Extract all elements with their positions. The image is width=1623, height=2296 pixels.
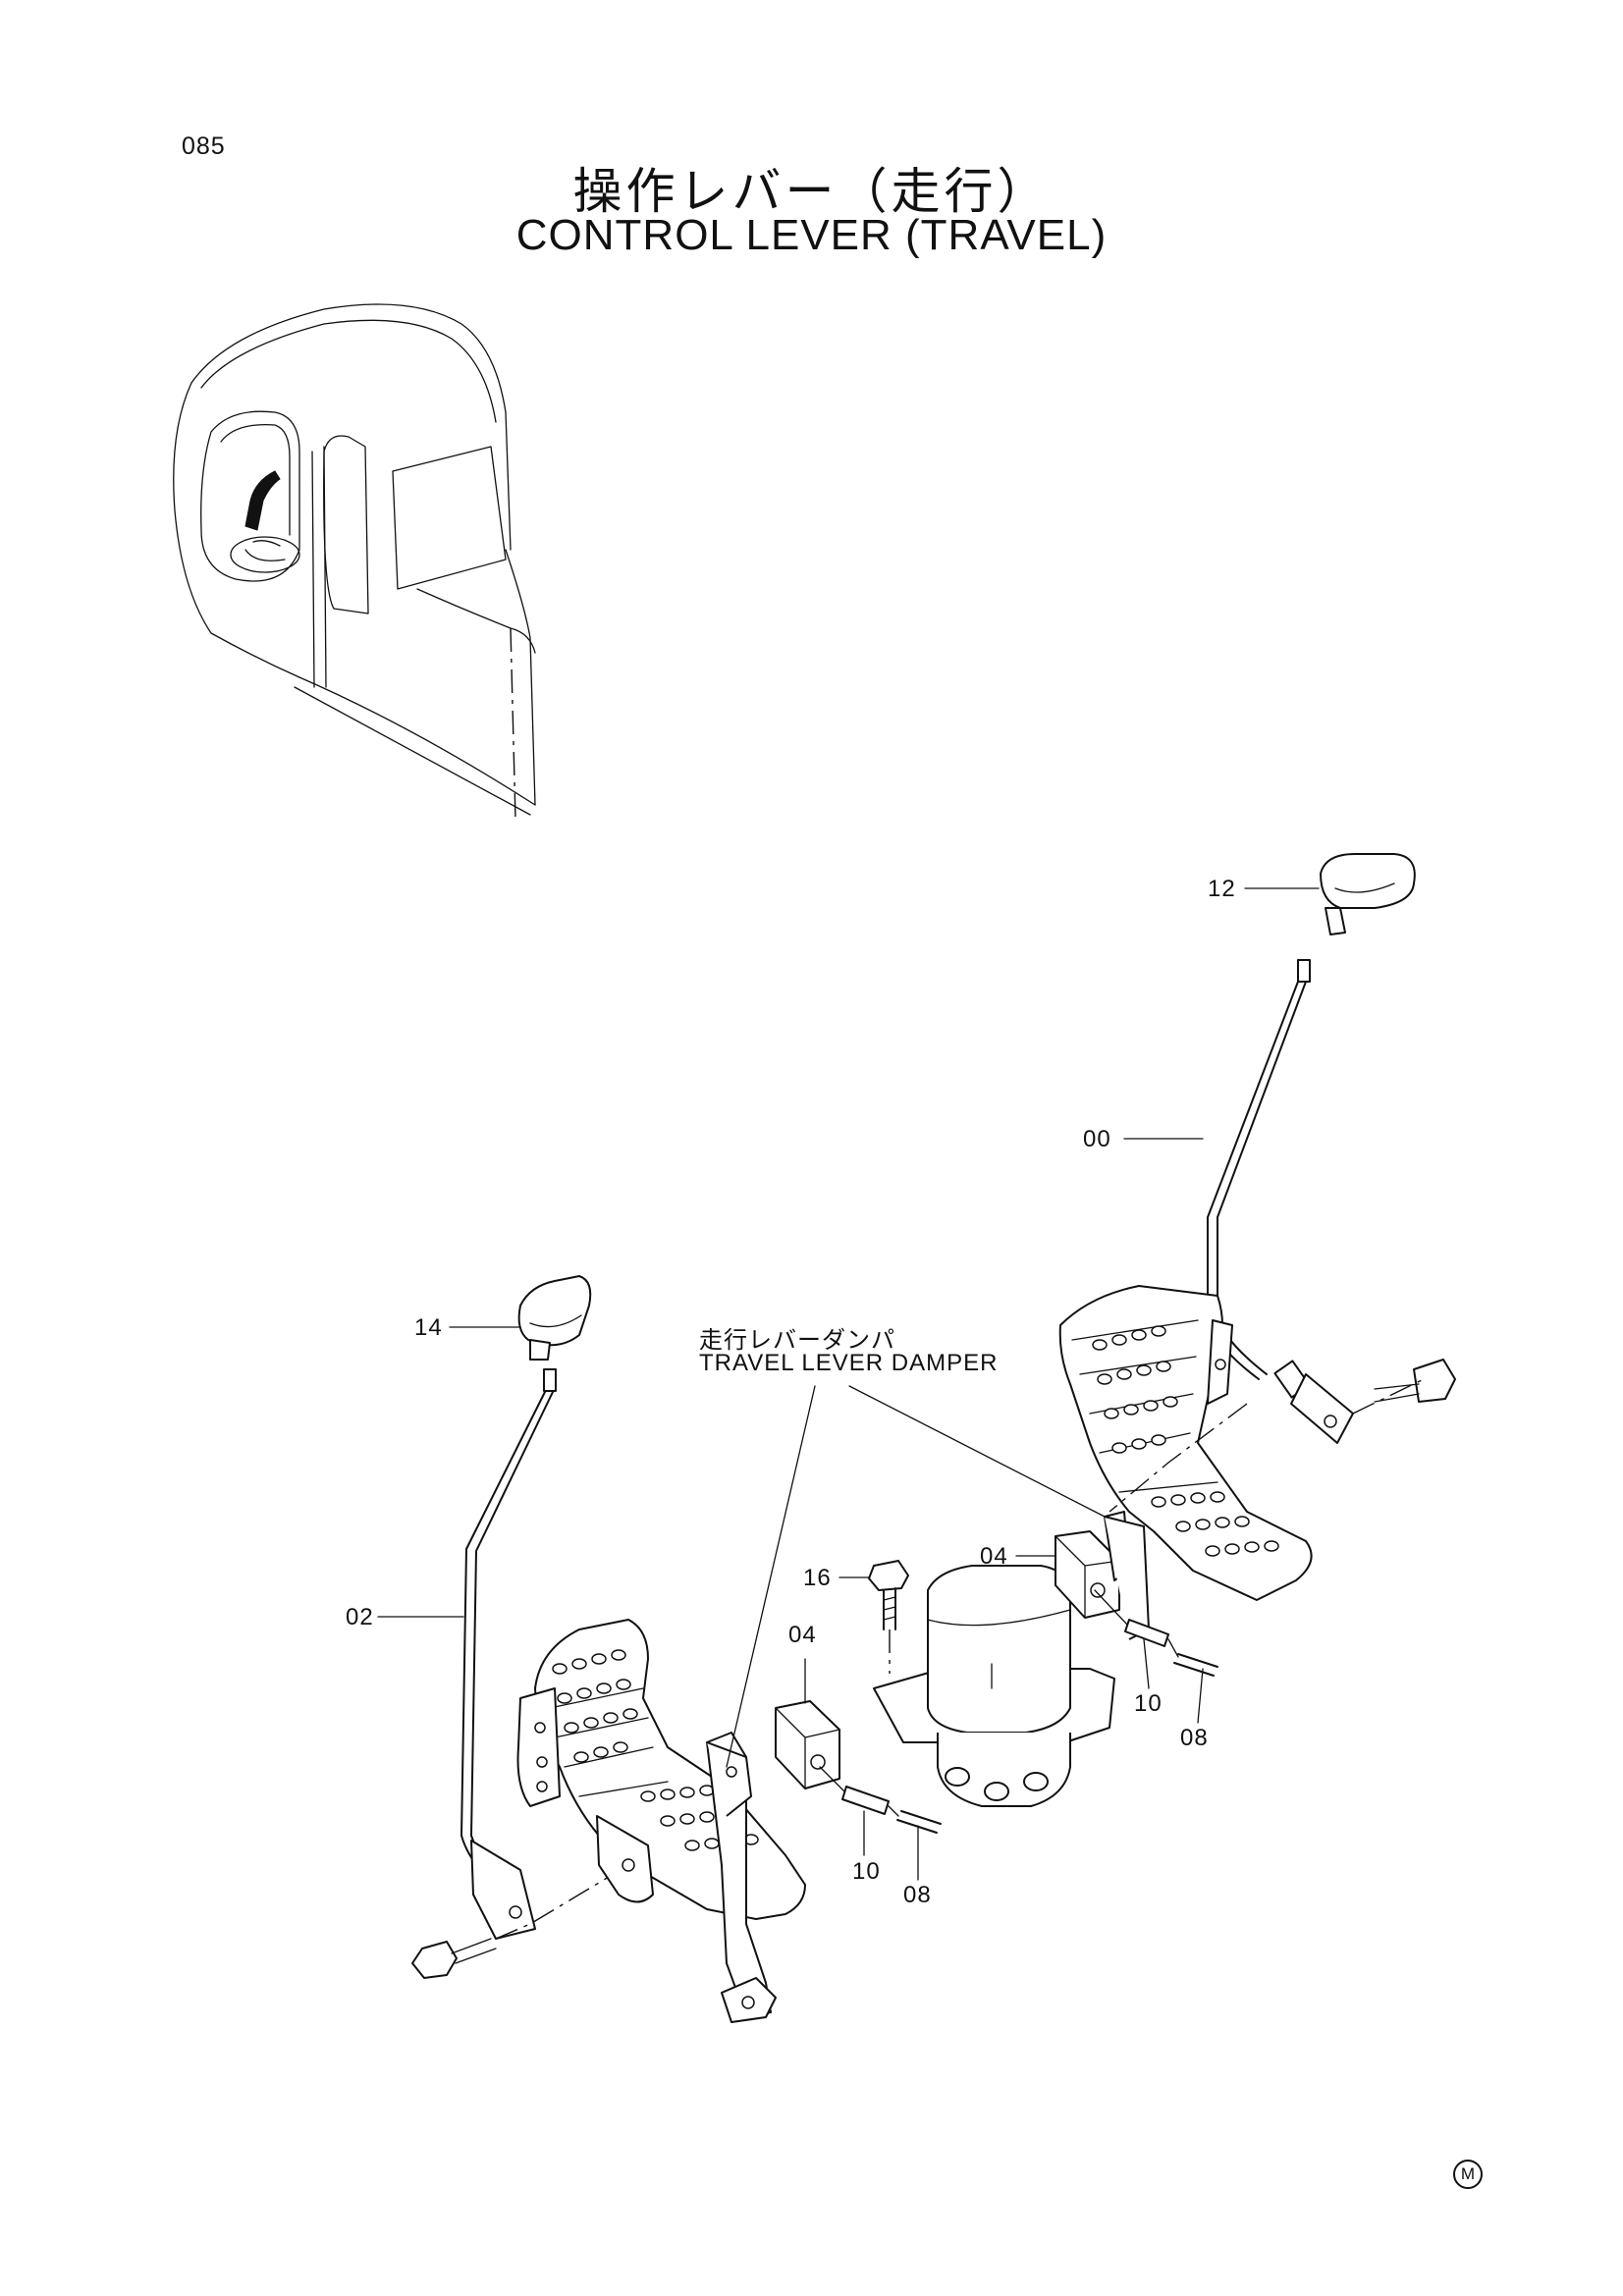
travel-pilot-valve — [874, 1566, 1114, 1806]
pins-left — [820, 1767, 941, 1833]
callout-16: 16 — [803, 1565, 832, 1591]
title-japanese: 操作レバー（走行） — [572, 163, 1051, 220]
title-english: CONTROL LEVER (TRAVEL) — [515, 211, 1108, 259]
callout-10-right: 10 — [1134, 1690, 1163, 1717]
leader-lines — [378, 888, 1319, 1880]
callout-02: 02 — [346, 1604, 374, 1630]
callout-08-left: 08 — [903, 1882, 932, 1908]
callout-08-right: 08 — [1180, 1725, 1209, 1751]
left-damper-block — [776, 1701, 839, 1789]
cab-locator-illustration — [174, 304, 535, 820]
right-pedal-holes — [1093, 1326, 1278, 1556]
callout-14: 14 — [414, 1314, 443, 1341]
callout-00: 00 — [1083, 1126, 1111, 1152]
right-lever-assembly — [1060, 854, 1455, 1600]
bolt-16 — [869, 1561, 908, 1674]
left-pedal-holes — [553, 1650, 758, 1850]
callout-04-right: 04 — [980, 1543, 1008, 1570]
left-lever-assembly — [412, 1276, 805, 2022]
callout-04-left: 04 — [788, 1622, 817, 1648]
callout-12: 12 — [1208, 876, 1236, 902]
damper-label-english: TRAVEL LEVER DAMPER — [699, 1350, 999, 1376]
corner-mark: M — [1453, 2160, 1483, 2189]
damper-label-japanese: 走行レバーダンパ — [699, 1326, 895, 1354]
page-number: 085 — [182, 133, 226, 160]
callout-10-left: 10 — [852, 1858, 881, 1885]
pins-right — [1095, 1590, 1217, 1676]
